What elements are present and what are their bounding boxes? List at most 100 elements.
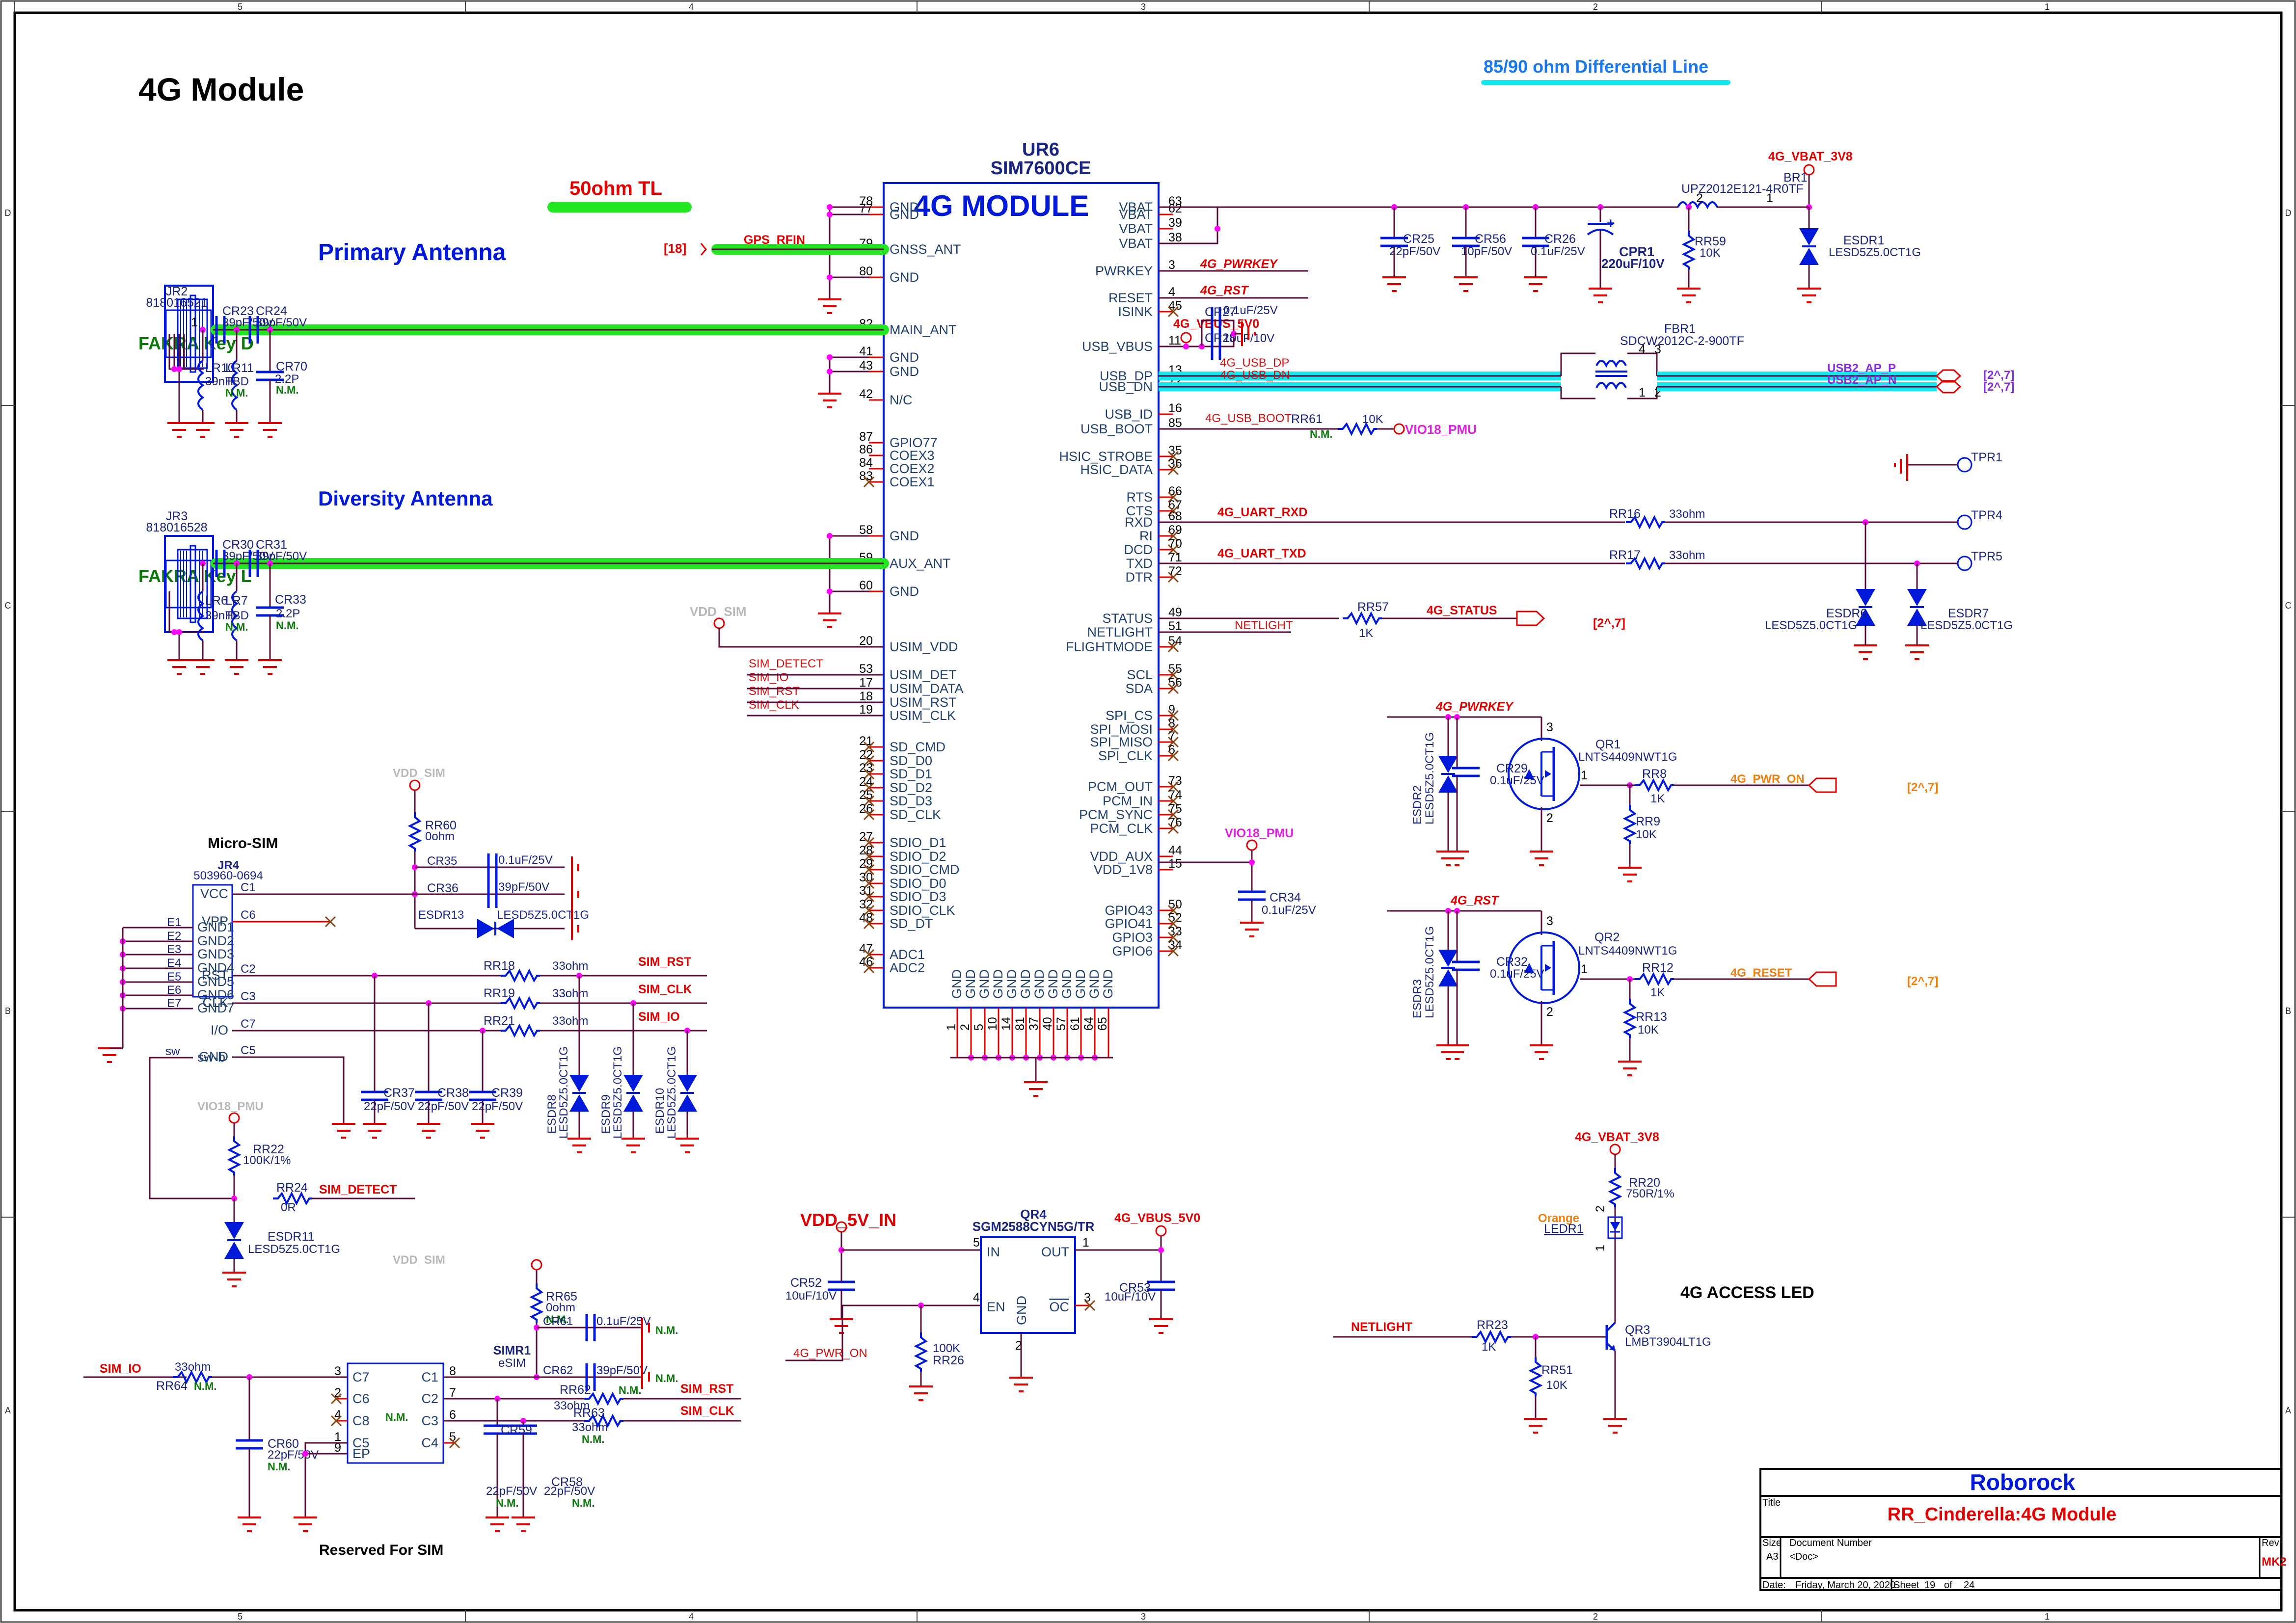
rr20-res[interactable] (1609, 1167, 1621, 1208)
cr34-cap[interactable] (1238, 892, 1266, 900)
usb-p-port[interactable] (1935, 369, 1962, 383)
rr59-res[interactable] (1683, 230, 1695, 271)
usb-n-port[interactable] (1935, 380, 1962, 394)
tpr5-testpoint[interactable] (1957, 556, 1972, 571)
module-bottom-gnd-pin[interactable]: GND5 (972, 969, 992, 1061)
simr1-pin-c3[interactable]: 6C3 (421, 1408, 456, 1428)
tpr1-testpoint[interactable] (1957, 457, 1972, 473)
esdr3-tvs[interactable] (1437, 949, 1459, 987)
rr57-res[interactable] (1342, 612, 1383, 624)
ledr1-led[interactable] (1607, 1216, 1623, 1239)
module-bottom-gnd-pin[interactable]: GND2 (958, 969, 978, 1061)
module-bottom-gnd-pin[interactable]: GND1 (945, 969, 964, 1058)
qr4-body[interactable] (980, 1236, 1076, 1334)
cr60-cap[interactable] (236, 1440, 263, 1448)
jr4-pin-io[interactable]: C7I/O (211, 1017, 256, 1038)
rr13-res[interactable] (1624, 998, 1636, 1039)
simr1-pin-c4[interactable]: 5C4 (421, 1430, 460, 1450)
pwr-on-port[interactable] (1808, 777, 1837, 793)
cr32-cap[interactable] (1452, 962, 1480, 970)
rr22-res[interactable] (228, 1135, 240, 1176)
qr3-transistor[interactable] (1605, 1322, 1616, 1352)
esdr11-tvs[interactable] (223, 1221, 245, 1260)
simr1-pin-c1[interactable]: 8C1 (421, 1364, 456, 1384)
rr65-res[interactable] (531, 1282, 542, 1324)
reset-port[interactable] (1808, 971, 1837, 987)
cpr1-cap[interactable] (1587, 229, 1614, 236)
